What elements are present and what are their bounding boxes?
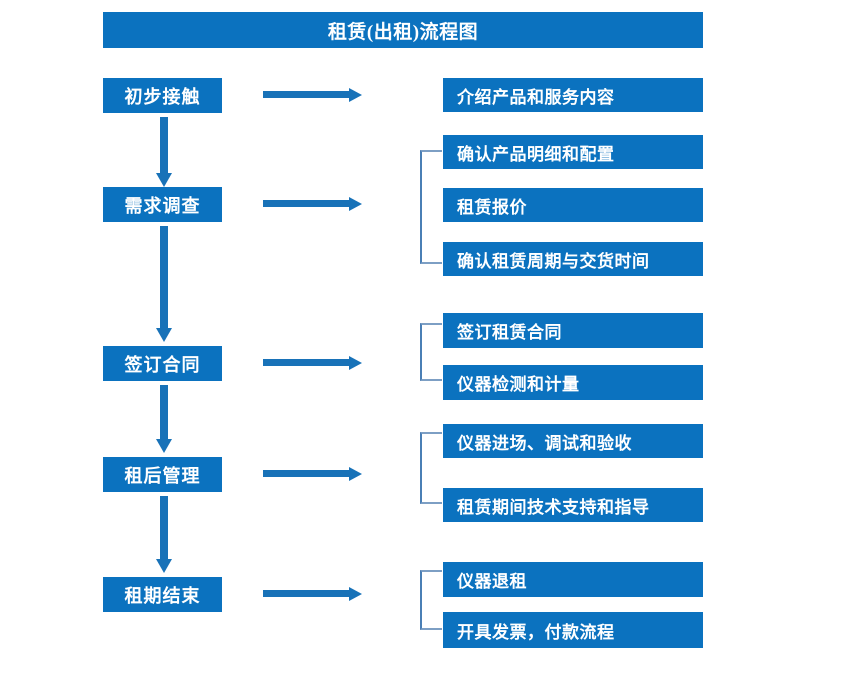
page-title: 租赁(出租)流程图 xyxy=(103,12,703,48)
right-arrow-icon-1 xyxy=(263,85,363,105)
group-bracket-sign-contract xyxy=(420,323,442,381)
stage-box-post-rental-management[interactable]: 租后管理 xyxy=(103,457,222,492)
group-bracket-post-rental-management xyxy=(420,432,442,504)
group-bracket-rental-period-end xyxy=(420,570,442,630)
down-arrow-icon-2 xyxy=(153,226,175,344)
detail-box-introduce-products[interactable]: 介绍产品和服务内容 xyxy=(443,78,703,112)
stage-box-sign-contract[interactable]: 签订合同 xyxy=(103,346,222,381)
stage-box-requirement-survey[interactable]: 需求调查 xyxy=(103,187,222,222)
down-arrow-icon-4 xyxy=(153,496,175,575)
right-arrow-icon-4 xyxy=(263,464,363,484)
right-arrow-icon-3 xyxy=(263,353,363,373)
down-arrow-icon-1 xyxy=(153,117,175,189)
stage-box-rental-period-end[interactable]: 租期结束 xyxy=(103,577,222,612)
detail-box-rental-quotation[interactable]: 租赁报价 xyxy=(443,188,703,222)
down-arrow-icon-3 xyxy=(153,385,175,455)
stage-box-preliminary-contact[interactable]: 初步接触 xyxy=(103,78,222,113)
detail-box-sign-rental-contract[interactable]: 签订租赁合同 xyxy=(443,313,703,348)
group-bracket-requirement-survey xyxy=(420,150,442,264)
right-arrow-icon-2 xyxy=(263,194,363,214)
detail-box-confirm-product-details[interactable]: 确认产品明细和配置 xyxy=(443,135,703,169)
detail-box-instrument-inspection[interactable]: 仪器检测和计量 xyxy=(443,365,703,400)
detail-box-instrument-installation[interactable]: 仪器进场、调试和验收 xyxy=(443,424,703,458)
right-arrow-icon-5 xyxy=(263,584,363,604)
detail-box-invoice-payment[interactable]: 开具发票，付款流程 xyxy=(443,612,703,648)
detail-box-confirm-rental-period[interactable]: 确认租赁周期与交货时间 xyxy=(443,242,703,276)
detail-box-instrument-return[interactable]: 仪器退租 xyxy=(443,562,703,597)
detail-box-technical-support[interactable]: 租赁期间技术支持和指导 xyxy=(443,488,703,522)
